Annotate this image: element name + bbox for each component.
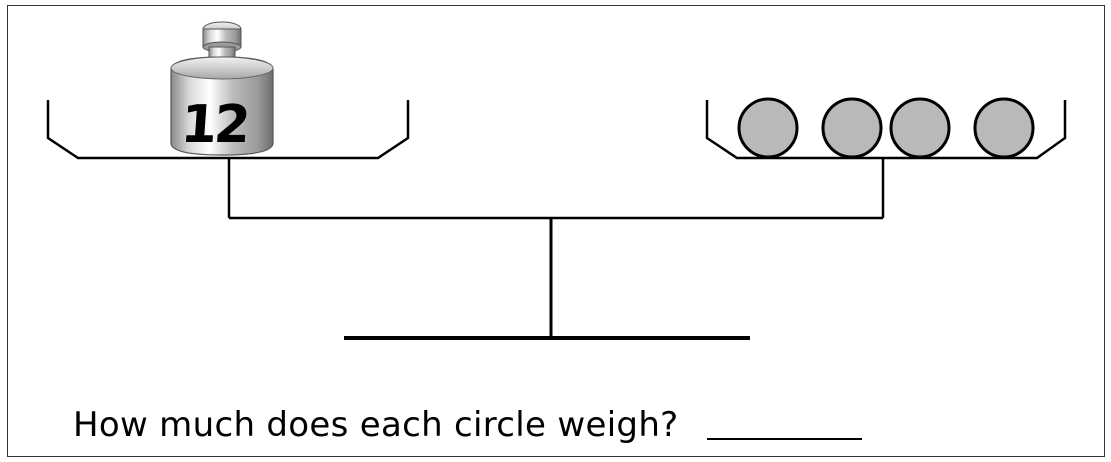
circle-group [737,97,1035,159]
circle-icon [889,97,951,159]
right-pan [705,100,1067,160]
diagram-frame [7,5,1105,457]
weight-label: 12 [179,95,250,155]
answer-blank[interactable] [706,438,862,440]
circle-icon [821,97,883,159]
circle-icon [973,97,1035,159]
weight-icon: 12 [170,21,274,156]
circle-icon [737,97,799,159]
question-text: How much does each circle weigh? [73,405,679,445]
question-row: How much does each circle weigh? [73,382,862,442]
